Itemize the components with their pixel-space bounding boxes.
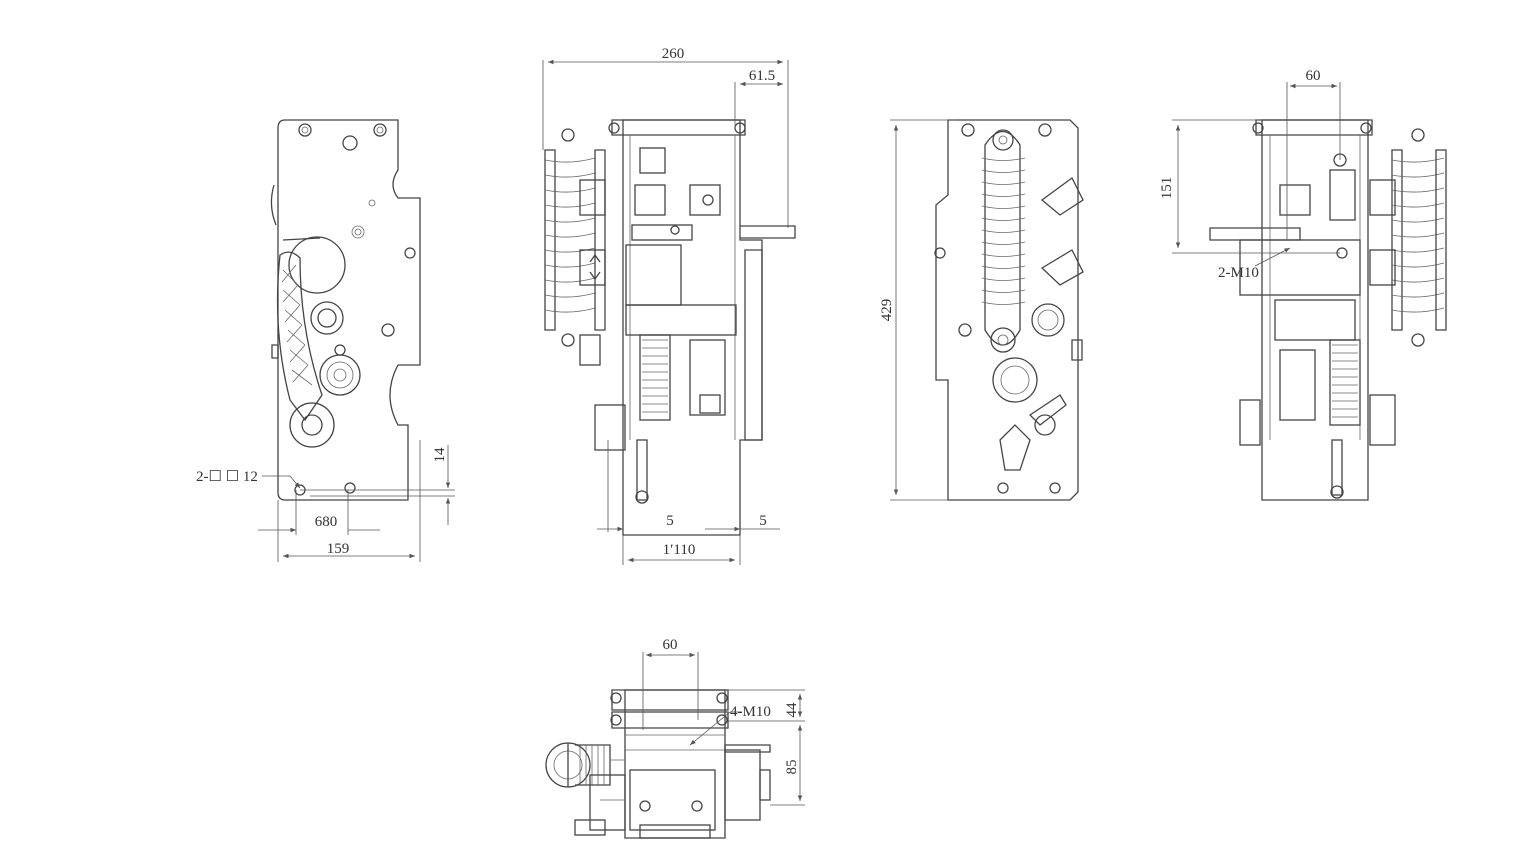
dim-base-width: 1′110	[663, 542, 696, 558]
dim-upper-44: 44	[784, 702, 800, 718]
dim-vertical-151: 151	[1159, 177, 1175, 200]
cam-plate	[992, 177, 1084, 471]
spring-coil	[545, 742, 611, 788]
dim-hole-offset: 14	[432, 447, 448, 463]
gear-train	[1239, 153, 1396, 446]
mounting-bolt	[610, 692, 728, 812]
dim-hole-spacing: 680	[315, 514, 338, 530]
thread-callout: 2-M10	[1218, 265, 1259, 281]
dim-total-width: 260	[662, 46, 685, 62]
dimension-lines	[890, 119, 955, 501]
spring-coil	[1391, 128, 1447, 347]
top-view-bottom: 60 4-M10 44 85	[545, 637, 805, 839]
spring-coil	[981, 129, 1026, 353]
dim-right-offset: 61.5	[749, 68, 775, 84]
rear-view-center: 429	[879, 119, 1084, 501]
dim-top-spacing: 60	[663, 637, 678, 653]
dimension-lines	[258, 440, 455, 562]
handle-lever	[270, 184, 323, 422]
drive-cam	[282, 236, 361, 448]
mounting-bolt	[608, 122, 746, 134]
dim-top-spacing: 60	[1306, 68, 1321, 84]
dim-right-gap: 5	[759, 513, 767, 529]
dim-left-gap: 5	[666, 513, 674, 529]
spring-coil	[544, 128, 606, 347]
front-view-left: 159 680 14 2-☐ ☐ 12	[196, 119, 455, 562]
dimension-lines	[642, 652, 805, 806]
gear-train	[579, 147, 763, 451]
dimension-lines	[1172, 82, 1341, 267]
dim-lower-85: 85	[784, 760, 800, 775]
dim-height-429: 429	[879, 299, 895, 322]
side-view-right: 60 151 2-M10	[1159, 68, 1447, 501]
mounting-bolt	[1252, 122, 1372, 134]
gear-train	[574, 744, 771, 839]
hole-callout: 2-☐ ☐ 12	[196, 469, 258, 485]
dim-width-159: 159	[327, 541, 350, 557]
thread-callout: 4-M10	[730, 704, 771, 720]
mounting-bolt	[934, 123, 1061, 494]
dimension-lines	[542, 59, 789, 565]
side-view-center: 260 61.5 5 5 1′110	[542, 46, 796, 565]
